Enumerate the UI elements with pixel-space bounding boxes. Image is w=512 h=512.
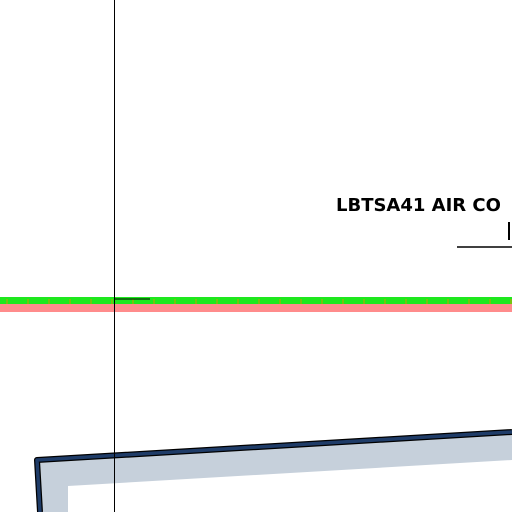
airspace-boundary[interactable]: [0, 297, 512, 312]
zone-outline-color: [35, 430, 512, 512]
boundary-ticks: [6, 299, 512, 304]
zone-inner-white: [68, 460, 512, 512]
boundary-green-band: [0, 297, 512, 304]
airspace-label[interactable]: LBTSA41 AIR CO: [336, 195, 501, 216]
boundary-red-band: [0, 303, 512, 312]
airspace-zone[interactable]: [34, 429, 512, 512]
